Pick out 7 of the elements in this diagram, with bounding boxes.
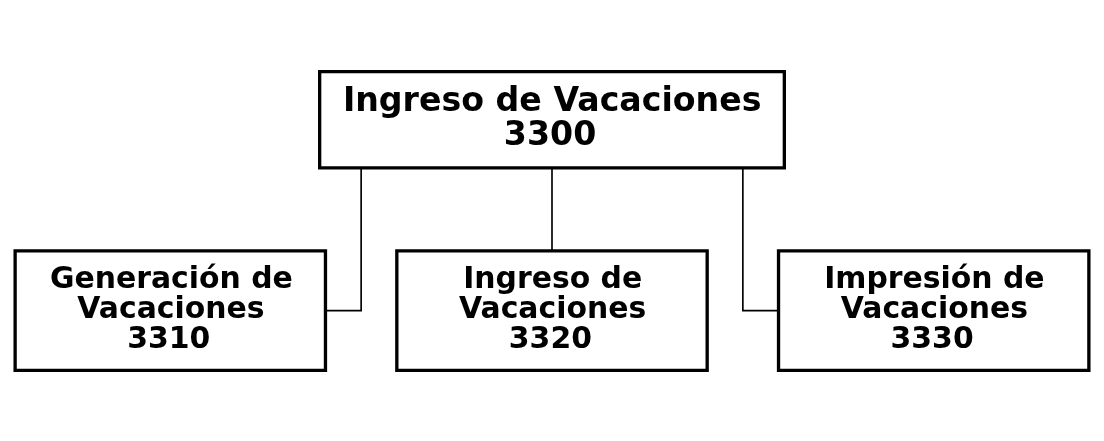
- node-box: Ingreso de Vacaciones 3300: [318, 69, 786, 170]
- connector: [324, 166, 362, 311]
- node-box: Generación de Vacaciones 3310: [13, 248, 328, 372]
- connector: [551, 166, 553, 252]
- node-box: Impresión de Vacaciones 3330: [776, 248, 1091, 372]
- node-box: Ingreso de Vacaciones 3320: [395, 248, 709, 372]
- connector: [742, 166, 780, 311]
